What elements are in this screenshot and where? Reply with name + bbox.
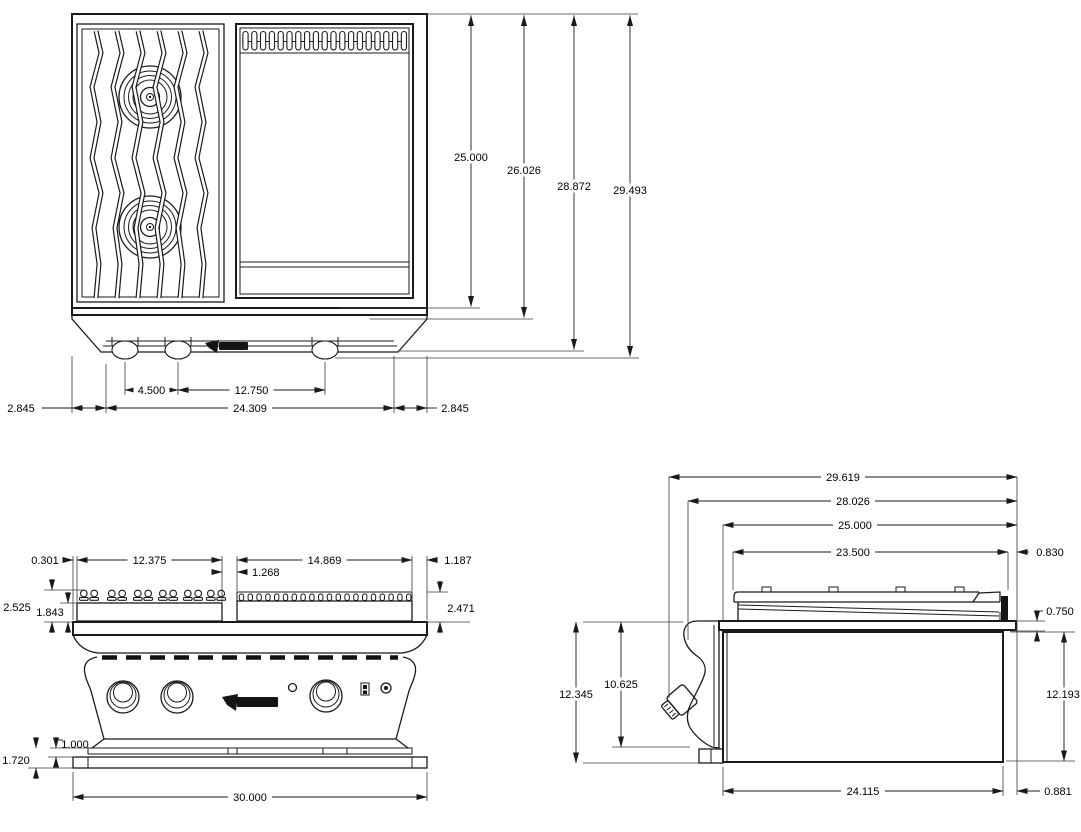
backsplash-wedge bbox=[972, 591, 1008, 622]
brand-logo-badge bbox=[205, 340, 248, 353]
counter-ledge bbox=[718, 620, 1017, 631]
control-panel-profile bbox=[683, 620, 720, 749]
dim-front-griddle-shelf-width: 14.869 bbox=[308, 555, 342, 567]
dim-front-shelf-gap: 1.268 bbox=[252, 567, 280, 579]
dim-front-left-offset: 0.301 bbox=[31, 555, 59, 567]
burner-knob-2[interactable] bbox=[160, 680, 194, 714]
dim-top-foot-gap-large: 12.750 bbox=[235, 385, 269, 397]
side-dimensions: 29.619 28.026 25.000 23.500 0.830 0.750 … bbox=[554, 470, 1081, 798]
dim-front-rail-height: 1.000 bbox=[61, 739, 89, 751]
dim-side-grate-depth: 23.500 bbox=[836, 547, 870, 559]
dim-top-left-inset: 2.845 bbox=[7, 403, 35, 415]
burner-grate bbox=[76, 23, 225, 303]
dim-front-overall-width: 30.000 bbox=[233, 792, 267, 804]
dim-side-panel-height: 10.625 bbox=[604, 679, 638, 691]
body-bezel bbox=[72, 634, 428, 654]
control-knob-side[interactable] bbox=[659, 684, 698, 722]
dim-side-knob-depth: 28.026 bbox=[836, 496, 870, 508]
griddle-serration-front bbox=[236, 591, 413, 602]
power-switch[interactable] bbox=[360, 682, 370, 696]
grate-bars bbox=[89, 30, 209, 299]
base-band bbox=[71, 307, 428, 316]
indicator-light-left bbox=[287, 682, 298, 693]
base-plinth bbox=[72, 756, 428, 769]
dim-top-foot-span: 24.309 bbox=[233, 403, 267, 415]
dim-side-ledge-thickness: 0.750 bbox=[1046, 606, 1074, 618]
dim-front-base-height: 1.720 bbox=[2, 755, 30, 767]
dim-front-shelf-height: 1.843 bbox=[36, 607, 64, 619]
brand-logo-badge-front bbox=[222, 694, 278, 711]
dim-front-burner-shelf-width: 12.375 bbox=[133, 555, 167, 567]
grate-feet-row bbox=[78, 589, 227, 601]
griddle-top bbox=[235, 23, 414, 299]
side-view: 29.619 28.026 25.000 23.500 0.830 0.750 … bbox=[554, 470, 1081, 798]
dim-front-right-offset: 1.187 bbox=[444, 555, 472, 567]
dim-side-body-depth: 25.000 bbox=[838, 520, 872, 532]
bottom-rail bbox=[87, 747, 413, 755]
base-trapezoid bbox=[71, 315, 428, 353]
control-panel bbox=[83, 656, 417, 749]
dim-top-grate-depth: 25.000 bbox=[454, 152, 488, 164]
griddle-serration-top bbox=[242, 30, 408, 51]
burner-knob-1[interactable] bbox=[106, 680, 140, 714]
top-dimensions: 25.000 26.026 28.872 29.493 4.500 12.750… bbox=[7, 13, 652, 415]
dim-top-overall-depth: 29.493 bbox=[613, 185, 647, 197]
dim-top-base-depth: 28.872 bbox=[557, 181, 591, 193]
burner-front bbox=[118, 195, 182, 259]
griddle-profile bbox=[737, 602, 1001, 621]
front-view: 0.301 12.375 1.268 14.869 1.187 2.525 1.… bbox=[2, 553, 475, 804]
burner-shelf bbox=[76, 602, 223, 622]
dim-side-rear-overhang: 0.881 bbox=[1044, 786, 1072, 798]
side-body bbox=[722, 631, 1004, 763]
body-top-band bbox=[72, 621, 428, 636]
dim-top-band-depth: 26.026 bbox=[507, 165, 541, 177]
dim-top-foot-gap-small: 4.500 bbox=[138, 385, 166, 397]
dim-front-griddle-height: 2.471 bbox=[447, 603, 475, 615]
griddle-knob[interactable] bbox=[309, 679, 343, 713]
dim-side-overall-depth: 29.619 bbox=[826, 472, 860, 484]
front-foot bbox=[698, 748, 724, 764]
front-dimensions: 0.301 12.375 1.268 14.869 1.187 2.525 1.… bbox=[2, 553, 475, 804]
indicator-light-right bbox=[380, 682, 392, 694]
dim-top-right-inset: 2.845 bbox=[441, 403, 469, 415]
dim-front-grate-height: 2.525 bbox=[3, 602, 31, 614]
grate-profile bbox=[733, 586, 1000, 603]
griddle-shelf bbox=[236, 600, 413, 622]
dim-side-rear-offset: 0.830 bbox=[1036, 547, 1064, 559]
leveling-feet bbox=[111, 340, 339, 360]
dim-side-overall-height: 12.345 bbox=[559, 689, 593, 701]
top-view: 25.000 26.026 28.872 29.493 4.500 12.750… bbox=[7, 13, 652, 415]
burner-rear bbox=[118, 65, 182, 129]
dim-side-body-height: 12.193 bbox=[1046, 689, 1080, 701]
dim-side-base-depth: 24.115 bbox=[847, 786, 880, 798]
